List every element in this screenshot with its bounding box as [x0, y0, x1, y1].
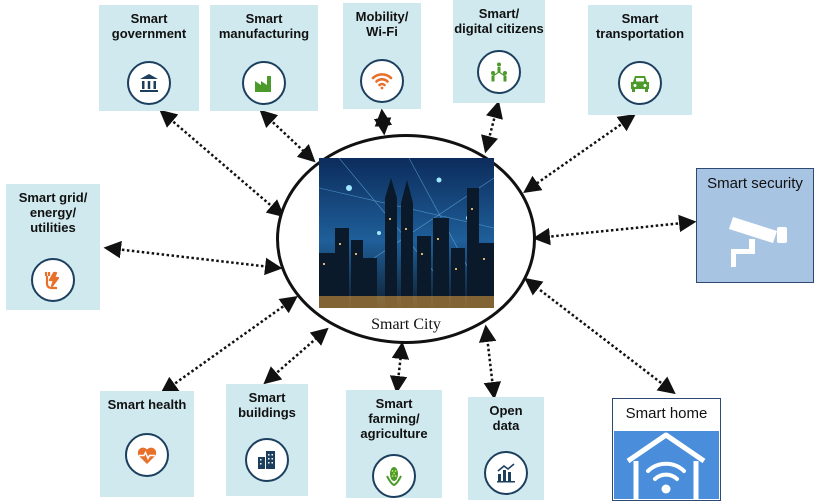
connector-citizens: [481, 100, 503, 154]
node-mobility-wifi: Mobility/ Wi-Fi: [343, 3, 421, 109]
node-label: Smart grid/ energy/ utilities: [18, 190, 88, 235]
wifi-icon: [360, 59, 404, 103]
node-smart-health: Smart health: [100, 391, 194, 497]
connector-transportation: [523, 113, 636, 194]
node-smart-buildings: Smart buildings: [226, 384, 308, 496]
node-smart-government: Smart government: [99, 5, 199, 111]
node-label: Smart transportation: [595, 11, 685, 41]
connector-farming: [389, 341, 410, 394]
node-smart-home: Smart home: [612, 398, 721, 501]
city-skyline-image: [319, 158, 494, 308]
corn-icon: [372, 454, 416, 498]
hub-label: Smart City: [371, 316, 441, 333]
node-smart-digital-citizens: Smart/ digital citizens: [453, 0, 545, 103]
node-label: Smart health: [107, 397, 187, 412]
node-label: Smart home: [625, 405, 708, 422]
node-label: Smart government: [111, 11, 187, 41]
car-icon: [618, 61, 662, 105]
node-label: Mobility/ Wi-Fi: [355, 9, 409, 39]
node-open-data: Open data: [468, 397, 544, 500]
node-label: Smart security: [707, 175, 803, 192]
connector-buildings: [263, 327, 329, 385]
connector-wifi: [373, 108, 393, 136]
cctv-camera-icon: [729, 217, 787, 267]
connector-health: [160, 295, 298, 395]
node-smart-security: Smart security: [696, 168, 814, 283]
node-label: Open data: [489, 403, 523, 433]
plug-bolt-icon: [31, 258, 75, 302]
bank-icon: [127, 61, 171, 105]
people-icon: [477, 50, 521, 94]
node-label: Smart farming/ agriculture: [360, 396, 428, 441]
node-label: Smart/ digital citizens: [454, 6, 544, 36]
node-label: Smart manufacturing: [218, 11, 310, 41]
connector-government: [159, 109, 285, 218]
house-wifi-icon: [614, 431, 719, 499]
connector-home: [524, 277, 676, 395]
connector-manufacturing: [259, 109, 316, 163]
connector-opendata: [478, 324, 502, 400]
node-smart-grid-energy-utilities: Smart grid/ energy/ utilities: [6, 184, 100, 310]
node-label: Smart buildings: [238, 390, 296, 420]
buildings-icon: [245, 438, 289, 482]
node-smart-transportation: Smart transportation: [588, 5, 692, 115]
connector-grid: [103, 240, 283, 276]
bar-chart-icon: [484, 451, 528, 495]
node-smart-farming-agriculture: Smart farming/ agriculture: [346, 390, 442, 498]
heart-pulse-icon: [125, 433, 169, 477]
node-smart-manufacturing: Smart manufacturing: [210, 5, 318, 111]
connector-security: [532, 214, 697, 246]
factory-icon: [242, 61, 286, 105]
